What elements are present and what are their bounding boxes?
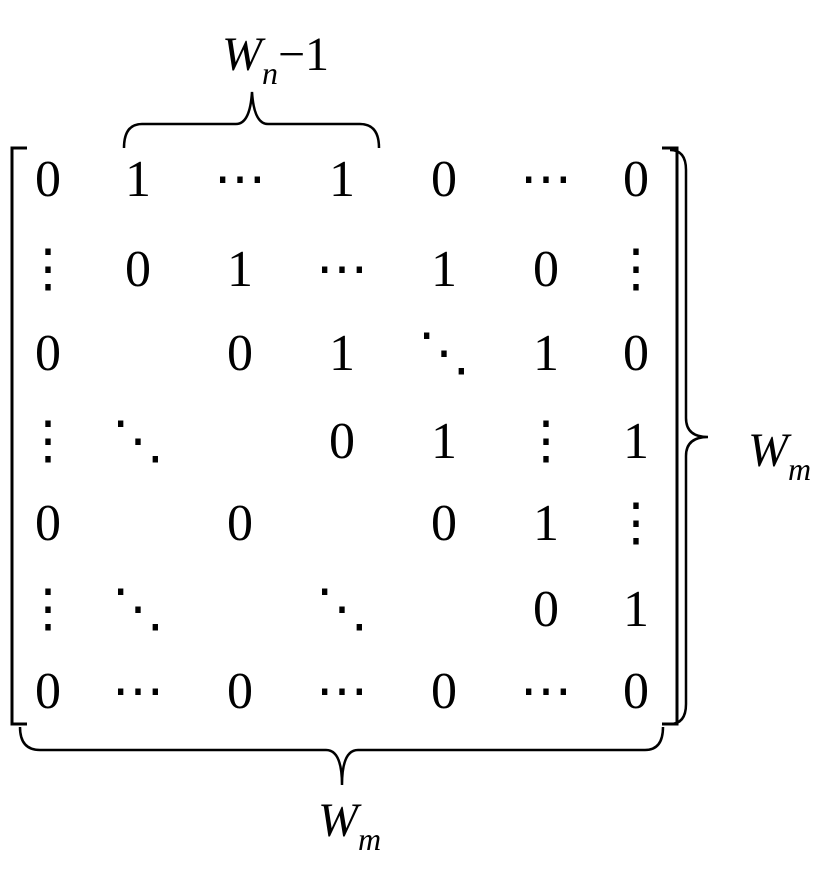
- matrix-cell-r4-c5: 1: [431, 413, 457, 470]
- matrix-cell-r7-c1: 0: [35, 663, 61, 720]
- matrix-cell-r6-c4: ⋱: [316, 581, 368, 638]
- matrix-cell-r7-c2: ⋯: [112, 663, 164, 720]
- top-label-sub: n: [262, 55, 278, 91]
- matrix-cell-r3-c4: 1: [329, 325, 355, 382]
- bottom-label: Wm: [318, 794, 381, 857]
- matrix-cell-r7-c6: ⋯: [520, 663, 572, 720]
- matrix-cell-r7-c3: 0: [227, 663, 253, 720]
- matrix-cell-r2-c6: 0: [533, 241, 559, 298]
- top-label-rest: −1: [278, 28, 329, 81]
- matrix-cell-r5-c7: ⋮: [610, 495, 662, 552]
- right-label: Wm: [748, 424, 811, 487]
- matrix-cell-r6-c2: ⋱: [112, 581, 164, 638]
- matrix-cell-r1-c5: 0: [431, 151, 457, 208]
- matrix-cell-r6-c6: 0: [533, 581, 559, 638]
- matrix-cells: 0 1 ⋯ 1 0 ⋯ 0 ⋮ 0 1 ⋯ 1 0 ⋮ 0 0 1 ⋱ 1 0 ⋮ ⋱ 0 1 ⋮ 1 0 0 0 1 ⋮ ⋮ ⋱ ⋱ 0 1 0 ⋯ 0 ⋯…: [22, 151, 662, 720]
- bottom-brace: [18, 726, 665, 786]
- matrix-cell-r3-c7: 0: [623, 325, 649, 382]
- matrix-cell-r1-c4: 1: [329, 151, 355, 208]
- matrix-cell-r5-c6: 1: [533, 495, 559, 552]
- matrix-cell-r7-c7: 0: [623, 663, 649, 720]
- right-label-sub: m: [788, 451, 811, 487]
- matrix-cell-r5-c3: 0: [227, 495, 253, 552]
- matrix-cell-r4-c1: ⋮: [22, 413, 74, 470]
- bottom-label-main: W: [318, 794, 362, 847]
- matrix-cell-r6-c1: ⋮: [22, 581, 74, 638]
- matrix-cell-r6-c7: 1: [623, 581, 649, 638]
- matrix-cell-r5-c5: 0: [431, 495, 457, 552]
- matrix-cell-r7-c5: 0: [431, 663, 457, 720]
- left-matrix-bracket: [10, 146, 27, 726]
- right-label-main: W: [748, 424, 792, 477]
- matrix-cell-r4-c2: ⋱: [112, 413, 164, 470]
- bottom-label-sub: m: [358, 821, 381, 857]
- matrix-cell-r3-c3: 0: [227, 325, 253, 382]
- matrix-cell-r1-c1: 0: [35, 151, 61, 208]
- matrix-cell-r1-c7: 0: [623, 151, 649, 208]
- top-label: Wn−1: [222, 28, 329, 91]
- matrix-cell-r2-c4: ⋯: [316, 241, 368, 298]
- matrix-cell-r1-c2: 1: [125, 151, 151, 208]
- top-label-main: W: [222, 28, 266, 81]
- top-brace: [122, 91, 381, 149]
- matrix-cell-r3-c5: ⋱: [418, 325, 470, 382]
- matrix-cell-r2-c1: ⋮: [22, 241, 74, 298]
- matrix-cell-r2-c2: 0: [125, 241, 151, 298]
- matrix-cell-r1-c6: ⋯: [520, 151, 572, 208]
- matrix-cell-r2-c3: 1: [227, 241, 253, 298]
- right-brace: [669, 148, 709, 726]
- matrix-cell-r2-c5: 1: [431, 241, 457, 298]
- matrix-cell-r7-c4: ⋯: [316, 663, 368, 720]
- matrix-cell-r3-c6: 1: [533, 325, 559, 382]
- matrix-cell-r4-c6: ⋮: [520, 413, 572, 470]
- matrix-cell-r4-c7: 1: [623, 413, 649, 470]
- matrix-cell-r2-c7: ⋮: [610, 241, 662, 298]
- matrix-cell-r5-c1: 0: [35, 495, 61, 552]
- matrix-cell-r3-c1: 0: [35, 325, 61, 382]
- matrix-cell-r4-c4: 0: [329, 413, 355, 470]
- right-matrix-bracket: [662, 146, 679, 726]
- matrix-cell-r1-c3: ⋯: [214, 151, 266, 208]
